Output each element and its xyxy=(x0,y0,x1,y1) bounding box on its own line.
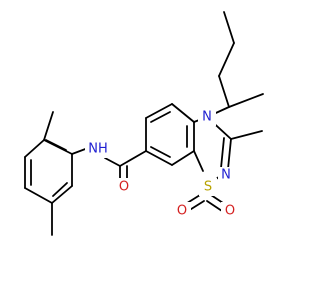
bond-aryl-1-inner xyxy=(45,139,67,151)
oxygen-sulfonyl-right-label: O xyxy=(225,204,235,219)
bond-aryl-5 xyxy=(51,185,73,204)
bond-c3-n2-2 xyxy=(220,137,225,169)
oxygen-carbonyl-label: O xyxy=(119,180,129,195)
bond-ring-carbonyl xyxy=(119,150,147,167)
label-bg-o-right xyxy=(221,202,239,220)
bond-ring-a2-inner xyxy=(150,111,171,123)
bond-butyl-1 xyxy=(228,93,264,108)
bond-butyl-2 xyxy=(218,75,230,108)
bond-aryl-2 xyxy=(24,139,45,158)
bond-butyl-3 xyxy=(218,42,235,77)
nitrogen-ring-label: N xyxy=(202,110,212,125)
bond-ring-a4-inner xyxy=(150,146,171,158)
atom-labels: N N S O O O NH xyxy=(85,108,239,220)
amide-nh-label: NH xyxy=(88,142,108,157)
bond-s-o-right-2 xyxy=(206,200,223,212)
bond-butyl-n xyxy=(223,11,235,44)
label-bg-s xyxy=(199,178,217,196)
bond-ring-a4 xyxy=(145,150,173,166)
label-bg-nh xyxy=(85,140,111,158)
label-bg-n-imine xyxy=(218,167,234,183)
sulfur-label: S xyxy=(204,180,212,195)
nitrogen-imine-label: N xyxy=(221,168,231,183)
bonds-layer xyxy=(24,11,264,236)
oxygen-sulfonyl-left-label: O xyxy=(177,204,187,219)
bond-c3-methyl xyxy=(230,130,263,140)
bond-ring-a5 xyxy=(171,150,195,166)
label-bg-n-ring xyxy=(198,108,216,126)
bond-aryl-4 xyxy=(24,187,53,204)
bond-ring-a2 xyxy=(145,103,173,119)
label-bg-o-left xyxy=(173,202,191,220)
bond-carbonyl-nh xyxy=(104,157,121,167)
label-bg-o-carbonyl xyxy=(115,178,133,196)
bond-aryl-5-inner xyxy=(52,182,68,197)
bond-c3-n2-1 xyxy=(227,138,232,170)
bond-ring-s xyxy=(193,150,204,172)
molecule-structure: N N S O O O NH xyxy=(24,11,264,236)
bond-aryl-methyl-top xyxy=(43,111,54,141)
bond-ring-a1 xyxy=(171,103,195,123)
